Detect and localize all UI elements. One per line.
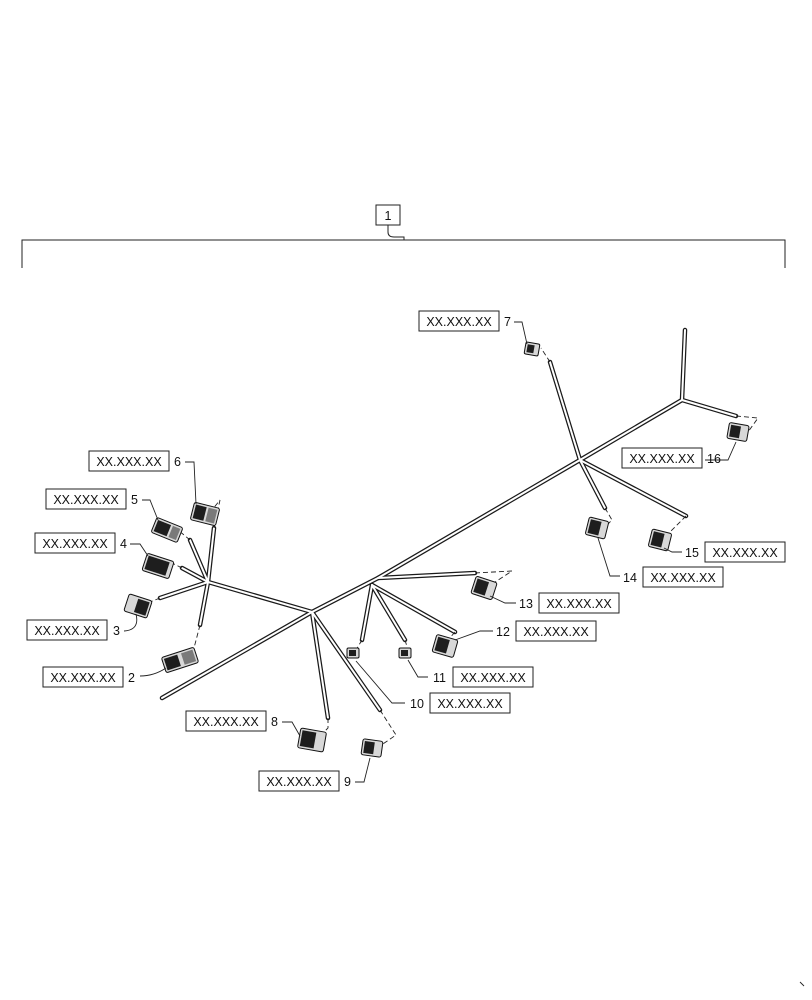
callout-ref: XX.XXX.XX xyxy=(523,625,589,639)
connector-2 xyxy=(161,647,199,673)
connector-11 xyxy=(398,647,412,659)
callout-leaders xyxy=(123,321,737,783)
callout-13: 13 XX.XXX.XX xyxy=(519,592,620,614)
assembly-bracket: 1 xyxy=(21,204,786,268)
connector-5 xyxy=(151,517,183,543)
callout-ref: XX.XXX.XX xyxy=(96,455,162,469)
callout-ref: XX.XXX.XX xyxy=(42,537,108,551)
connector-9 xyxy=(360,738,384,758)
connector-10 xyxy=(346,647,360,659)
callout-11: 11 XX.XXX.XX xyxy=(433,666,534,688)
callout-4: XX.XXX.XX 4 xyxy=(34,532,127,554)
connector-3 xyxy=(123,593,153,619)
connector-8 xyxy=(297,727,327,753)
callout-ref: XX.XXX.XX xyxy=(426,315,492,329)
callout-ref: XX.XXX.XX xyxy=(546,597,612,611)
callout-number: 5 xyxy=(131,493,138,507)
callout-number: 10 xyxy=(410,697,424,711)
callout-ref: XX.XXX.XX xyxy=(712,546,778,560)
corner-mark xyxy=(799,981,805,987)
callout-ref: XX.XXX.XX xyxy=(53,493,119,507)
callout-9: XX.XXX.XX 9 xyxy=(258,770,351,792)
callout-number: 11 xyxy=(433,671,446,685)
callout-ref: XX.XXX.XX xyxy=(50,671,116,685)
callout-14: 14 XX.XXX.XX xyxy=(623,566,724,588)
connector-4 xyxy=(141,553,175,579)
callout-ref: XX.XXX.XX xyxy=(34,624,100,638)
connection-dash-lines xyxy=(149,347,759,747)
callout-number: 13 xyxy=(519,597,533,611)
callout-12: 12 XX.XXX.XX xyxy=(496,620,597,642)
callout-5: XX.XXX.XX 5 xyxy=(45,488,138,510)
connector-13 xyxy=(470,576,498,600)
callout-number: 7 xyxy=(504,315,511,329)
callout-ref: XX.XXX.XX xyxy=(460,671,526,685)
callout-ref: XX.XXX.XX xyxy=(193,715,259,729)
callout-number: 9 xyxy=(344,775,351,789)
callout-10: 10 XX.XXX.XX xyxy=(410,692,511,714)
connector-15 xyxy=(648,528,672,552)
callout-number: 2 xyxy=(128,671,135,685)
callout-number: 8 xyxy=(271,715,278,729)
connectors xyxy=(123,341,750,758)
callout-3: XX.XXX.XX 3 xyxy=(26,619,120,641)
callout-6: XX.XXX.XX 6 xyxy=(88,450,181,472)
callout-number: 16 xyxy=(707,452,721,466)
callout-number: 14 xyxy=(623,571,637,585)
callout-ref: XX.XXX.XX xyxy=(266,775,332,789)
callout-labels: XX.XXX.XX 2 XX.XXX.XX 3 XX.XXX.XX 4 XX.X… xyxy=(26,310,786,792)
connector-16 xyxy=(726,422,750,442)
callout-number: 3 xyxy=(113,624,120,638)
callout-ref: XX.XXX.XX xyxy=(437,697,503,711)
callout-number: 4 xyxy=(120,537,127,551)
callout-16: XX.XXX.XX 16 xyxy=(621,447,721,469)
callout-number: 6 xyxy=(174,455,181,469)
callout-8: XX.XXX.XX 8 xyxy=(185,710,278,732)
callout-ref: XX.XXX.XX xyxy=(650,571,716,585)
connector-12 xyxy=(431,634,459,658)
harness-wires xyxy=(157,327,739,721)
assembly-item-number: 1 xyxy=(385,209,392,223)
connector-7 xyxy=(523,341,541,357)
callout-number: 12 xyxy=(496,625,510,639)
callout-ref: XX.XXX.XX xyxy=(629,452,695,466)
callout-7: XX.XXX.XX 7 xyxy=(418,310,511,332)
connector-6 xyxy=(190,502,220,526)
connector-14 xyxy=(585,516,609,540)
callout-2: XX.XXX.XX 2 xyxy=(42,666,135,688)
callout-15: 15 XX.XXX.XX xyxy=(685,541,786,563)
callout-number: 15 xyxy=(685,546,699,560)
